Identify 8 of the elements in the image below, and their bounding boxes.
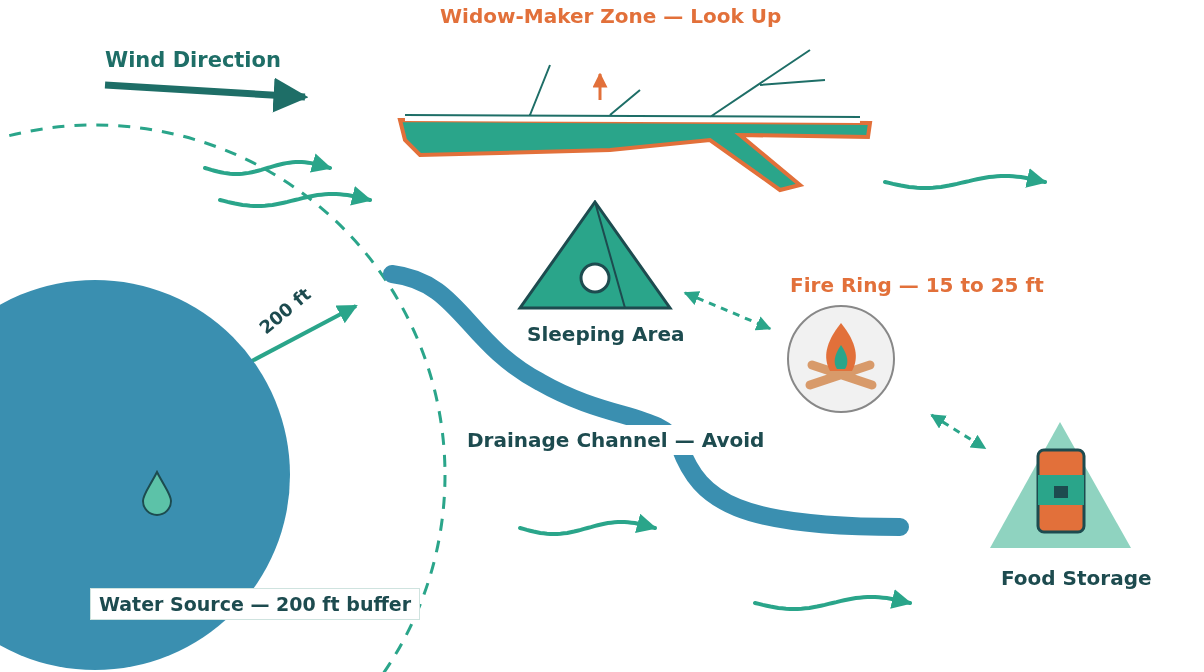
connector-arrow bbox=[930, 413, 987, 450]
connector-arrow bbox=[683, 291, 772, 331]
wind-direction-label: Wind Direction bbox=[105, 48, 281, 72]
fire-ring-heading: Fire Ring — 15 to 25 ft bbox=[790, 273, 1044, 297]
water-source-label: Water Source — 200 ft buffer bbox=[90, 588, 421, 620]
zone-heading: Widow-Maker Zone — Look Up bbox=[440, 4, 782, 28]
food-storage-label: Food Storage bbox=[1001, 566, 1152, 590]
tent-label: Sleeping Area bbox=[527, 322, 685, 346]
